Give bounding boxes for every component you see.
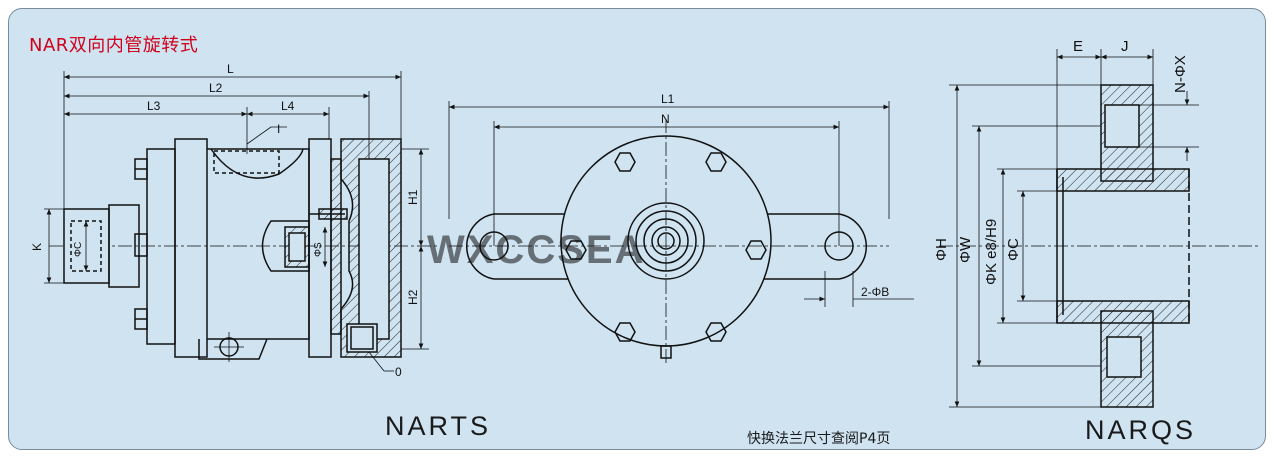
narts-dimension-labels: L L2 L3 L4 I K ΦC ΦS H1 H2 0 [30, 62, 420, 379]
dim-l1: L1 [661, 92, 675, 106]
dim-l4: L4 [281, 99, 295, 113]
dim-phi-k: ΦK e8/H9 [983, 219, 1000, 285]
dim-n-phi-x: N-ΦX [1172, 55, 1189, 93]
dim-l: L [227, 62, 234, 76]
dim-n: N [661, 112, 670, 126]
dim-o: 0 [395, 365, 402, 379]
view-label-narts: NARTS [385, 411, 492, 441]
front-dimension-labels: L1 N 2-ΦB [661, 92, 889, 299]
drawing-title: NAR双向内管旋转式 [29, 35, 199, 56]
dim-j: J [1121, 38, 1129, 55]
watermark: WXCCSEA [427, 228, 645, 272]
dim-l2: L2 [209, 81, 223, 95]
front-dimensions [448, 101, 914, 307]
front-view [449, 119, 889, 364]
dim-phi-c-small: ΦC [73, 242, 84, 257]
narqs-dimensions [949, 49, 1199, 408]
dim-k: K [30, 243, 44, 251]
narts-view [49, 138, 439, 362]
front-bolt-heads [565, 152, 767, 342]
narqs-dimension-labels: E J N-ΦX ΦH ΦW ΦK e8/H9 ΦC [933, 38, 1189, 285]
dim-phi-s: ΦS [313, 242, 324, 257]
dim-h2: H2 [406, 289, 420, 305]
dim-2-phi-b: 2-ΦB [861, 285, 889, 299]
drawing-sheet: NAR双向内管旋转式 [8, 8, 1266, 450]
dim-l3: L3 [147, 99, 161, 113]
view-label-narqs: NARQS [1085, 415, 1197, 445]
dim-e: E [1073, 38, 1083, 55]
dim-phi-w: ΦW [957, 236, 974, 263]
narts-dimensions [44, 71, 429, 372]
narqs-view [939, 84, 1259, 408]
dim-i: I [277, 122, 280, 136]
flange-note: 快换法兰尺寸查阅P4页 [747, 431, 891, 447]
dim-h1: H1 [406, 189, 420, 205]
technical-drawing: L L2 L3 L4 I K ΦC ΦS H1 H2 0 [30, 38, 1259, 408]
dim-phi-c: ΦC [1005, 238, 1022, 261]
dim-phi-h: ΦH [933, 238, 950, 261]
